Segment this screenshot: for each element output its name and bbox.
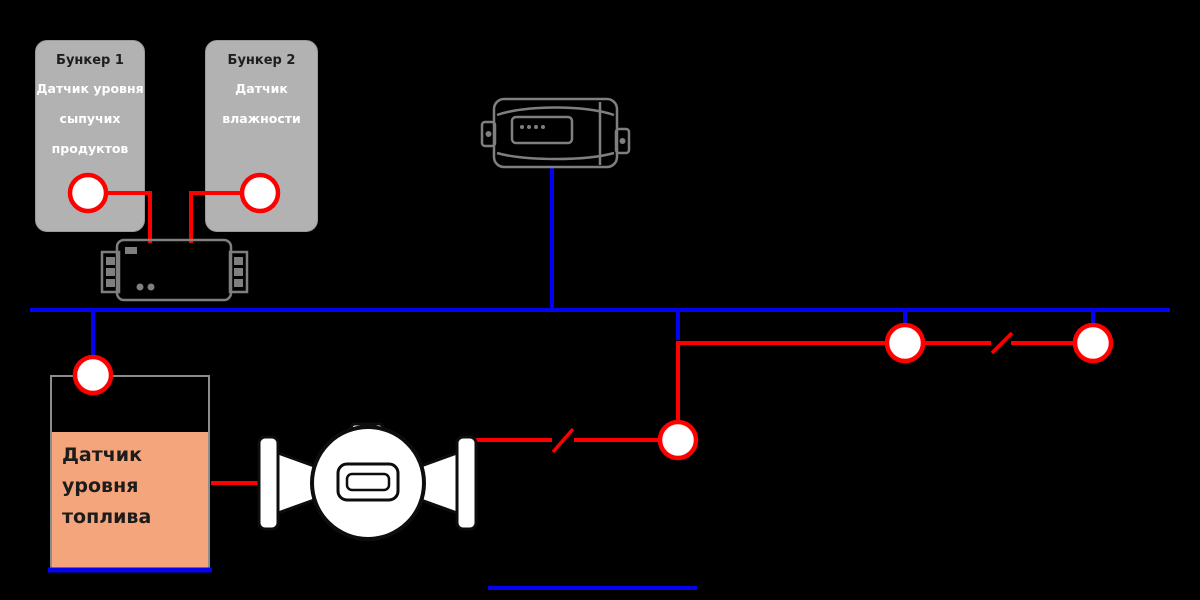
bunker1-line: сыпучих: [59, 111, 121, 126]
controller-left-port: [100, 250, 121, 294]
gateway-display-dot: [527, 125, 531, 129]
connection-nodes: [67, 172, 1114, 461]
flow-meter-left-cone: [276, 450, 316, 516]
fuel-tank: Датчик уровня топлива: [50, 375, 210, 570]
connection-node-icon: [67, 172, 109, 214]
bunker1-title: Бункер 1: [56, 53, 124, 68]
controller-pin: [234, 257, 243, 265]
controller-pin: [106, 279, 115, 287]
bunker1-line: Датчик уровня: [36, 81, 144, 96]
fuel-tank-label-line: Датчик: [62, 444, 143, 466]
connection-node-icon: [72, 354, 114, 396]
controller-led: [136, 283, 144, 291]
connection-node-icon: [657, 419, 699, 461]
bunker1-line: продуктов: [51, 141, 129, 156]
io-controller-device-icon: [100, 238, 249, 302]
connection-node-icon: [884, 322, 926, 364]
gateway-base-line: [496, 151, 615, 161]
bunker2-title: Бункер 2: [227, 53, 296, 68]
controller-body: [115, 238, 233, 302]
controller-pin: [234, 268, 243, 276]
gateway-device-icon: [480, 97, 631, 169]
gateway-mount-tab: [480, 120, 497, 148]
wire-node-to-bus: [676, 341, 886, 421]
bunker2-line: влажности: [222, 111, 301, 126]
flow-meter-right-flange: [455, 435, 478, 531]
flow-meter-left-flange: [257, 435, 280, 531]
sensor-wires: [106, 191, 1074, 485]
fuel-tank-label-line: топлива: [62, 506, 152, 528]
cable-break-mark: [551, 427, 575, 454]
flow-meter-display: [345, 472, 391, 492]
fuel-tank-fill: [52, 432, 208, 568]
controller-pin: [234, 279, 243, 287]
flow-meter-icon: [257, 422, 478, 541]
connection-node-icon: [1072, 322, 1114, 364]
fuel-tank-label-line: уровня: [62, 475, 139, 497]
controller-pin: [106, 268, 115, 276]
controller-led: [147, 283, 155, 291]
flow-meter-right-cone: [419, 450, 459, 516]
cable-break-mark: [990, 331, 1014, 355]
gateway-display-dot: [520, 125, 524, 129]
gateway-mount-hole: [485, 131, 492, 137]
gateway-display-dot: [534, 125, 538, 129]
gateway-display: [510, 115, 574, 145]
gateway-mount-hole: [619, 138, 626, 144]
wire-bunker2-to-controller: [189, 191, 242, 243]
bus-network: [30, 168, 1170, 590]
gateway-lid-line: [496, 106, 615, 117]
controller-marking: [125, 247, 137, 254]
fuel-tank-label: Датчик уровня топлива: [62, 440, 151, 533]
controller-pin: [106, 257, 115, 265]
wire-bunker1-to-controller: [106, 191, 152, 243]
gateway-mount-tab: [614, 127, 631, 155]
connection-node-icon: [239, 172, 281, 214]
bunker2-line: Датчик: [235, 81, 288, 96]
gateway-display-dot: [541, 125, 545, 129]
